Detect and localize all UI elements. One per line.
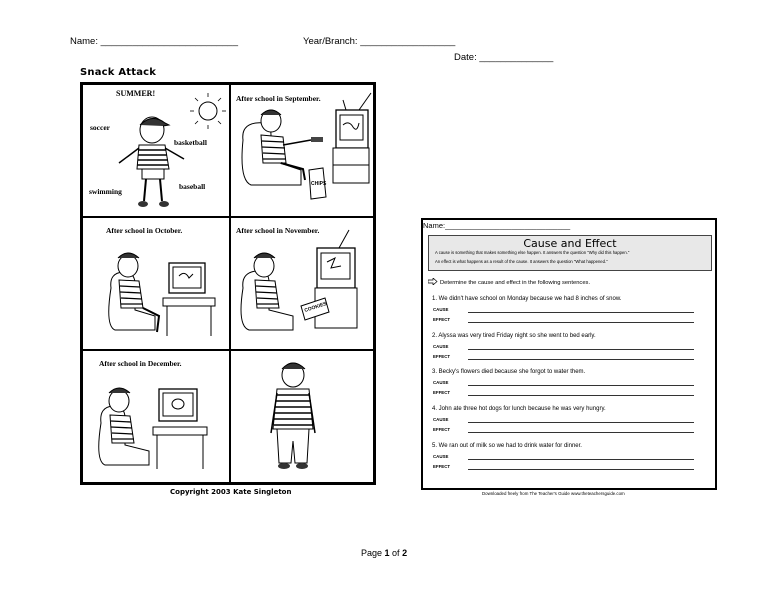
question-5: 5. We ran out of milk so we had to drink… bbox=[432, 443, 582, 449]
panel-december: After school in December. bbox=[82, 350, 230, 483]
question-4: 4. John ate three hot dogs for lunch bec… bbox=[432, 406, 606, 412]
cause-answer-line[interactable] bbox=[468, 459, 694, 460]
worksheet-name-line: Name:______________________________ bbox=[423, 221, 571, 230]
cause-answer-line[interactable] bbox=[468, 385, 694, 386]
label-swimming: swimming bbox=[89, 187, 122, 196]
effect-label: EFFECT bbox=[433, 427, 451, 432]
boy-summer-illustration bbox=[118, 93, 226, 207]
panel-caption: After school in November. bbox=[236, 226, 320, 235]
cause-answer-line[interactable] bbox=[468, 349, 694, 350]
cause-definition: A cause is something that makes somethin… bbox=[435, 250, 630, 255]
worksheet-instruction: Determine the cause and effect in the fo… bbox=[440, 280, 591, 286]
panel-final bbox=[230, 350, 374, 483]
panel-october: After school in October. bbox=[82, 217, 230, 350]
cause-label: CAUSE bbox=[433, 454, 449, 459]
panel-caption: SUMMER! bbox=[116, 89, 156, 98]
effect-label: EFFECT bbox=[433, 354, 451, 359]
label-basketball: basketball bbox=[174, 138, 207, 147]
question-3: 3. Becky's flowers died because she forg… bbox=[432, 369, 586, 375]
name-field: Name: __________________________ bbox=[70, 36, 238, 47]
effect-answer-line[interactable] bbox=[468, 469, 694, 470]
page-middle: of bbox=[389, 548, 403, 558]
date-field: Date: ______________ bbox=[454, 52, 554, 63]
cause-answer-line[interactable] bbox=[468, 422, 694, 423]
label-baseball: baseball bbox=[179, 182, 206, 191]
cause-label: CAUSE bbox=[433, 380, 449, 385]
page-total: 2 bbox=[402, 548, 408, 558]
effect-label: EFFECT bbox=[433, 317, 451, 322]
panel-caption: After school in September. bbox=[236, 94, 321, 103]
boy-standing-illustration bbox=[270, 362, 316, 469]
question-1: 1. We didn't have school on Monday becau… bbox=[432, 296, 622, 302]
boy-tv-illustration: CHIPS bbox=[241, 92, 372, 200]
panel-caption: After school in December. bbox=[99, 359, 182, 368]
chips-label: CHIPS bbox=[311, 181, 327, 187]
effect-label: EFFECT bbox=[433, 464, 451, 469]
effect-answer-line[interactable] bbox=[468, 322, 694, 323]
boy-computer-december-illustration bbox=[98, 387, 208, 469]
arrow-icon bbox=[428, 278, 438, 285]
effect-answer-line[interactable] bbox=[468, 359, 694, 360]
cause-answer-line[interactable] bbox=[468, 312, 694, 313]
comic-copyright: Copyright 2003 Kate Singleton bbox=[170, 488, 292, 496]
effect-definition: An effect is what happens as a result of… bbox=[435, 259, 608, 264]
panel-summer: SUMMER! soccer basketball swimming baseb… bbox=[82, 84, 230, 217]
label-soccer: soccer bbox=[90, 123, 110, 132]
comic-title: Snack Attack bbox=[80, 67, 157, 78]
effect-label: EFFECT bbox=[433, 390, 451, 395]
panel-caption: After school in October. bbox=[106, 226, 183, 235]
panel-september: After school in September. CHIPS bbox=[230, 84, 374, 217]
effect-answer-line[interactable] bbox=[468, 395, 694, 396]
page-number: Page 1 of 2 bbox=[361, 548, 407, 558]
boy-computer-illustration bbox=[108, 252, 216, 336]
question-2: 2. Alyssa was very tired Friday night so… bbox=[432, 333, 596, 339]
page-prefix: Page bbox=[361, 548, 385, 558]
panel-november: After school in November. COOKIES bbox=[230, 217, 374, 350]
cause-label: CAUSE bbox=[433, 344, 449, 349]
cause-label: CAUSE bbox=[433, 417, 449, 422]
worksheet-title: Cause and Effect bbox=[523, 237, 617, 250]
worksheet-footer: Downloaded freely from The Teacher's Gui… bbox=[482, 491, 625, 496]
comic-strip: SUMMER! soccer basketball swimming baseb… bbox=[80, 82, 376, 485]
worksheet-title-box: Cause and Effect A cause is something th… bbox=[428, 235, 712, 271]
boy-tv-cookies-illustration: COOKIES bbox=[240, 229, 358, 331]
page-current: 1 bbox=[384, 548, 390, 558]
effect-answer-line[interactable] bbox=[468, 432, 694, 433]
year-branch-field: Year/Branch: __________________ bbox=[303, 36, 456, 47]
cause-label: CAUSE bbox=[433, 307, 449, 312]
